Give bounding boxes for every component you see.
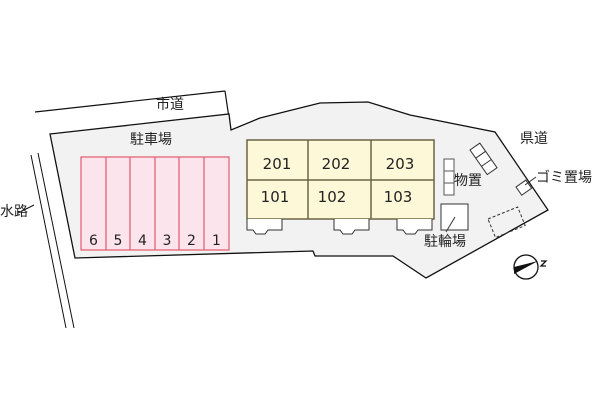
storage-label: 物置 — [454, 173, 482, 189]
north-arrow-icon — [513, 254, 548, 280]
waterway — [17, 152, 75, 329]
bicycle-parking-label: 駐輪場 — [424, 234, 466, 250]
parking-space-3: 3 — [162, 233, 172, 249]
parking-space-5: 5 — [113, 233, 123, 249]
storage-sheds — [443, 142, 498, 196]
parking-space-1: 1 — [212, 233, 221, 249]
city-road — [34, 90, 230, 119]
unit-202: 202 — [321, 155, 351, 173]
parking-space-6: 6 — [89, 233, 98, 249]
unit-203: 203 — [385, 155, 415, 173]
prefectural-road-label: 県道 — [520, 131, 548, 147]
garbage-area-label: ゴミ置場 — [536, 170, 592, 186]
unit-102: 102 — [317, 188, 347, 206]
dashed-area — [487, 206, 526, 239]
unit-101: 101 — [260, 188, 290, 206]
parking-space-2: 2 — [187, 233, 196, 249]
unit-103: 103 — [383, 188, 413, 206]
parking-label: 駐車場 — [130, 132, 172, 148]
parking-space-4: 4 — [138, 233, 147, 249]
waterway-label: 水路 — [0, 204, 28, 220]
bicycle-parking — [440, 203, 469, 233]
unit-201: 201 — [262, 155, 292, 173]
garbage-area — [515, 176, 537, 196]
parking-lot — [80, 156, 230, 251]
city-road-label: 市道 — [156, 97, 184, 113]
apartment-building — [246, 139, 435, 235]
